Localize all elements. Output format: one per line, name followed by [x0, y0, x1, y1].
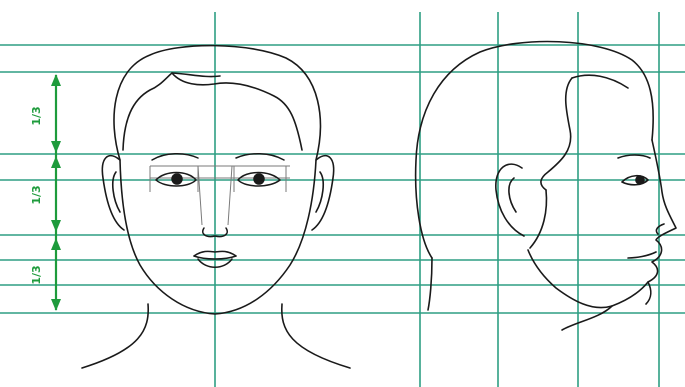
third-label-nose: 1/3	[30, 185, 43, 204]
profile-face	[612, 140, 676, 306]
arrow-head	[51, 74, 61, 86]
profile-neck-back	[428, 258, 432, 310]
hair-part	[172, 73, 220, 77]
arrow-head	[51, 220, 61, 232]
profile-view-head	[416, 42, 676, 330]
third-label-forehead: 1/3	[30, 106, 43, 125]
arrow-head	[51, 156, 61, 168]
profile-nostril	[656, 224, 664, 234]
profile-jaw	[528, 250, 612, 308]
proportion-grid	[0, 12, 685, 387]
arrow-head	[51, 141, 61, 153]
profile-sideburn	[530, 190, 546, 248]
front-features	[152, 154, 284, 268]
third-label-chin: 1/3	[30, 265, 43, 284]
profile-hairline	[541, 78, 572, 190]
front-guides	[150, 166, 290, 225]
profile-ear-inner	[509, 178, 516, 212]
left-ear-inner	[113, 172, 120, 212]
left-iris	[172, 174, 182, 184]
profile-neck-front	[562, 306, 612, 330]
thirds-measure: 1/3 1/3 1/3	[30, 74, 61, 311]
front-view-head	[82, 46, 350, 368]
profile-mouth	[628, 252, 656, 258]
right-ear-inner	[316, 172, 323, 212]
arrow-head	[51, 299, 61, 311]
arrow-head	[51, 238, 61, 250]
profile-temple	[572, 75, 628, 88]
profile-skull	[416, 42, 654, 258]
hairline	[123, 73, 302, 150]
profile-eyebrow	[618, 155, 650, 158]
profile-iris	[636, 176, 644, 184]
right-iris	[254, 174, 264, 184]
